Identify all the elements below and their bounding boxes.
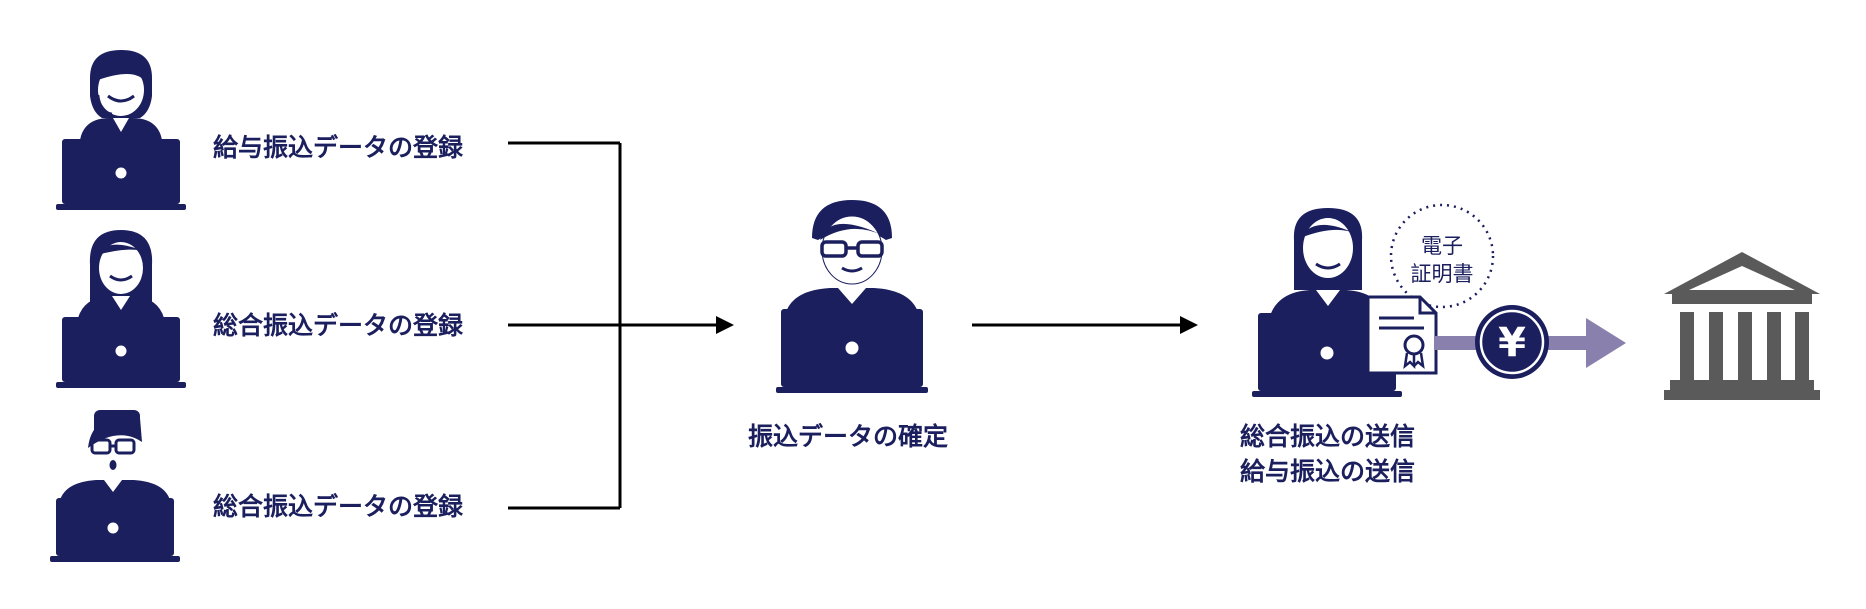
sender-label-2: 給与振込の送信 <box>1240 457 1415 486</box>
sender-label-1: 総合振込の送信 <box>1240 422 1415 451</box>
registrant-label-3: 総合振込データの登録 <box>213 492 464 521</box>
approver-man-glasses-laptop-icon <box>776 200 928 393</box>
registrant-label-1: 給与振込データの登録 <box>213 133 464 162</box>
yen-coin-icon: ¥ <box>1475 305 1549 379</box>
certificate-label-2: 証明書 <box>1411 262 1474 286</box>
woman-headset-laptop-icon <box>56 50 186 210</box>
man-glasses-laptop-icon <box>50 410 180 562</box>
yen-symbol: ¥ <box>1498 320 1526 366</box>
bank-icon <box>1664 252 1820 400</box>
certificate-icon <box>1366 295 1438 375</box>
merge-connector <box>508 141 734 510</box>
registrant-label-2: 総合振込データの登録 <box>213 311 464 340</box>
certificate-label-1: 電子 <box>1421 234 1463 258</box>
woman-long-hair-laptop-icon <box>56 230 186 388</box>
certificate-bubble: 電子 証明書 <box>1389 203 1495 309</box>
arrow-to-sender <box>972 316 1198 334</box>
sender-woman-laptop-icon <box>1252 208 1402 397</box>
approver-label: 振込データの確定 <box>748 422 948 451</box>
